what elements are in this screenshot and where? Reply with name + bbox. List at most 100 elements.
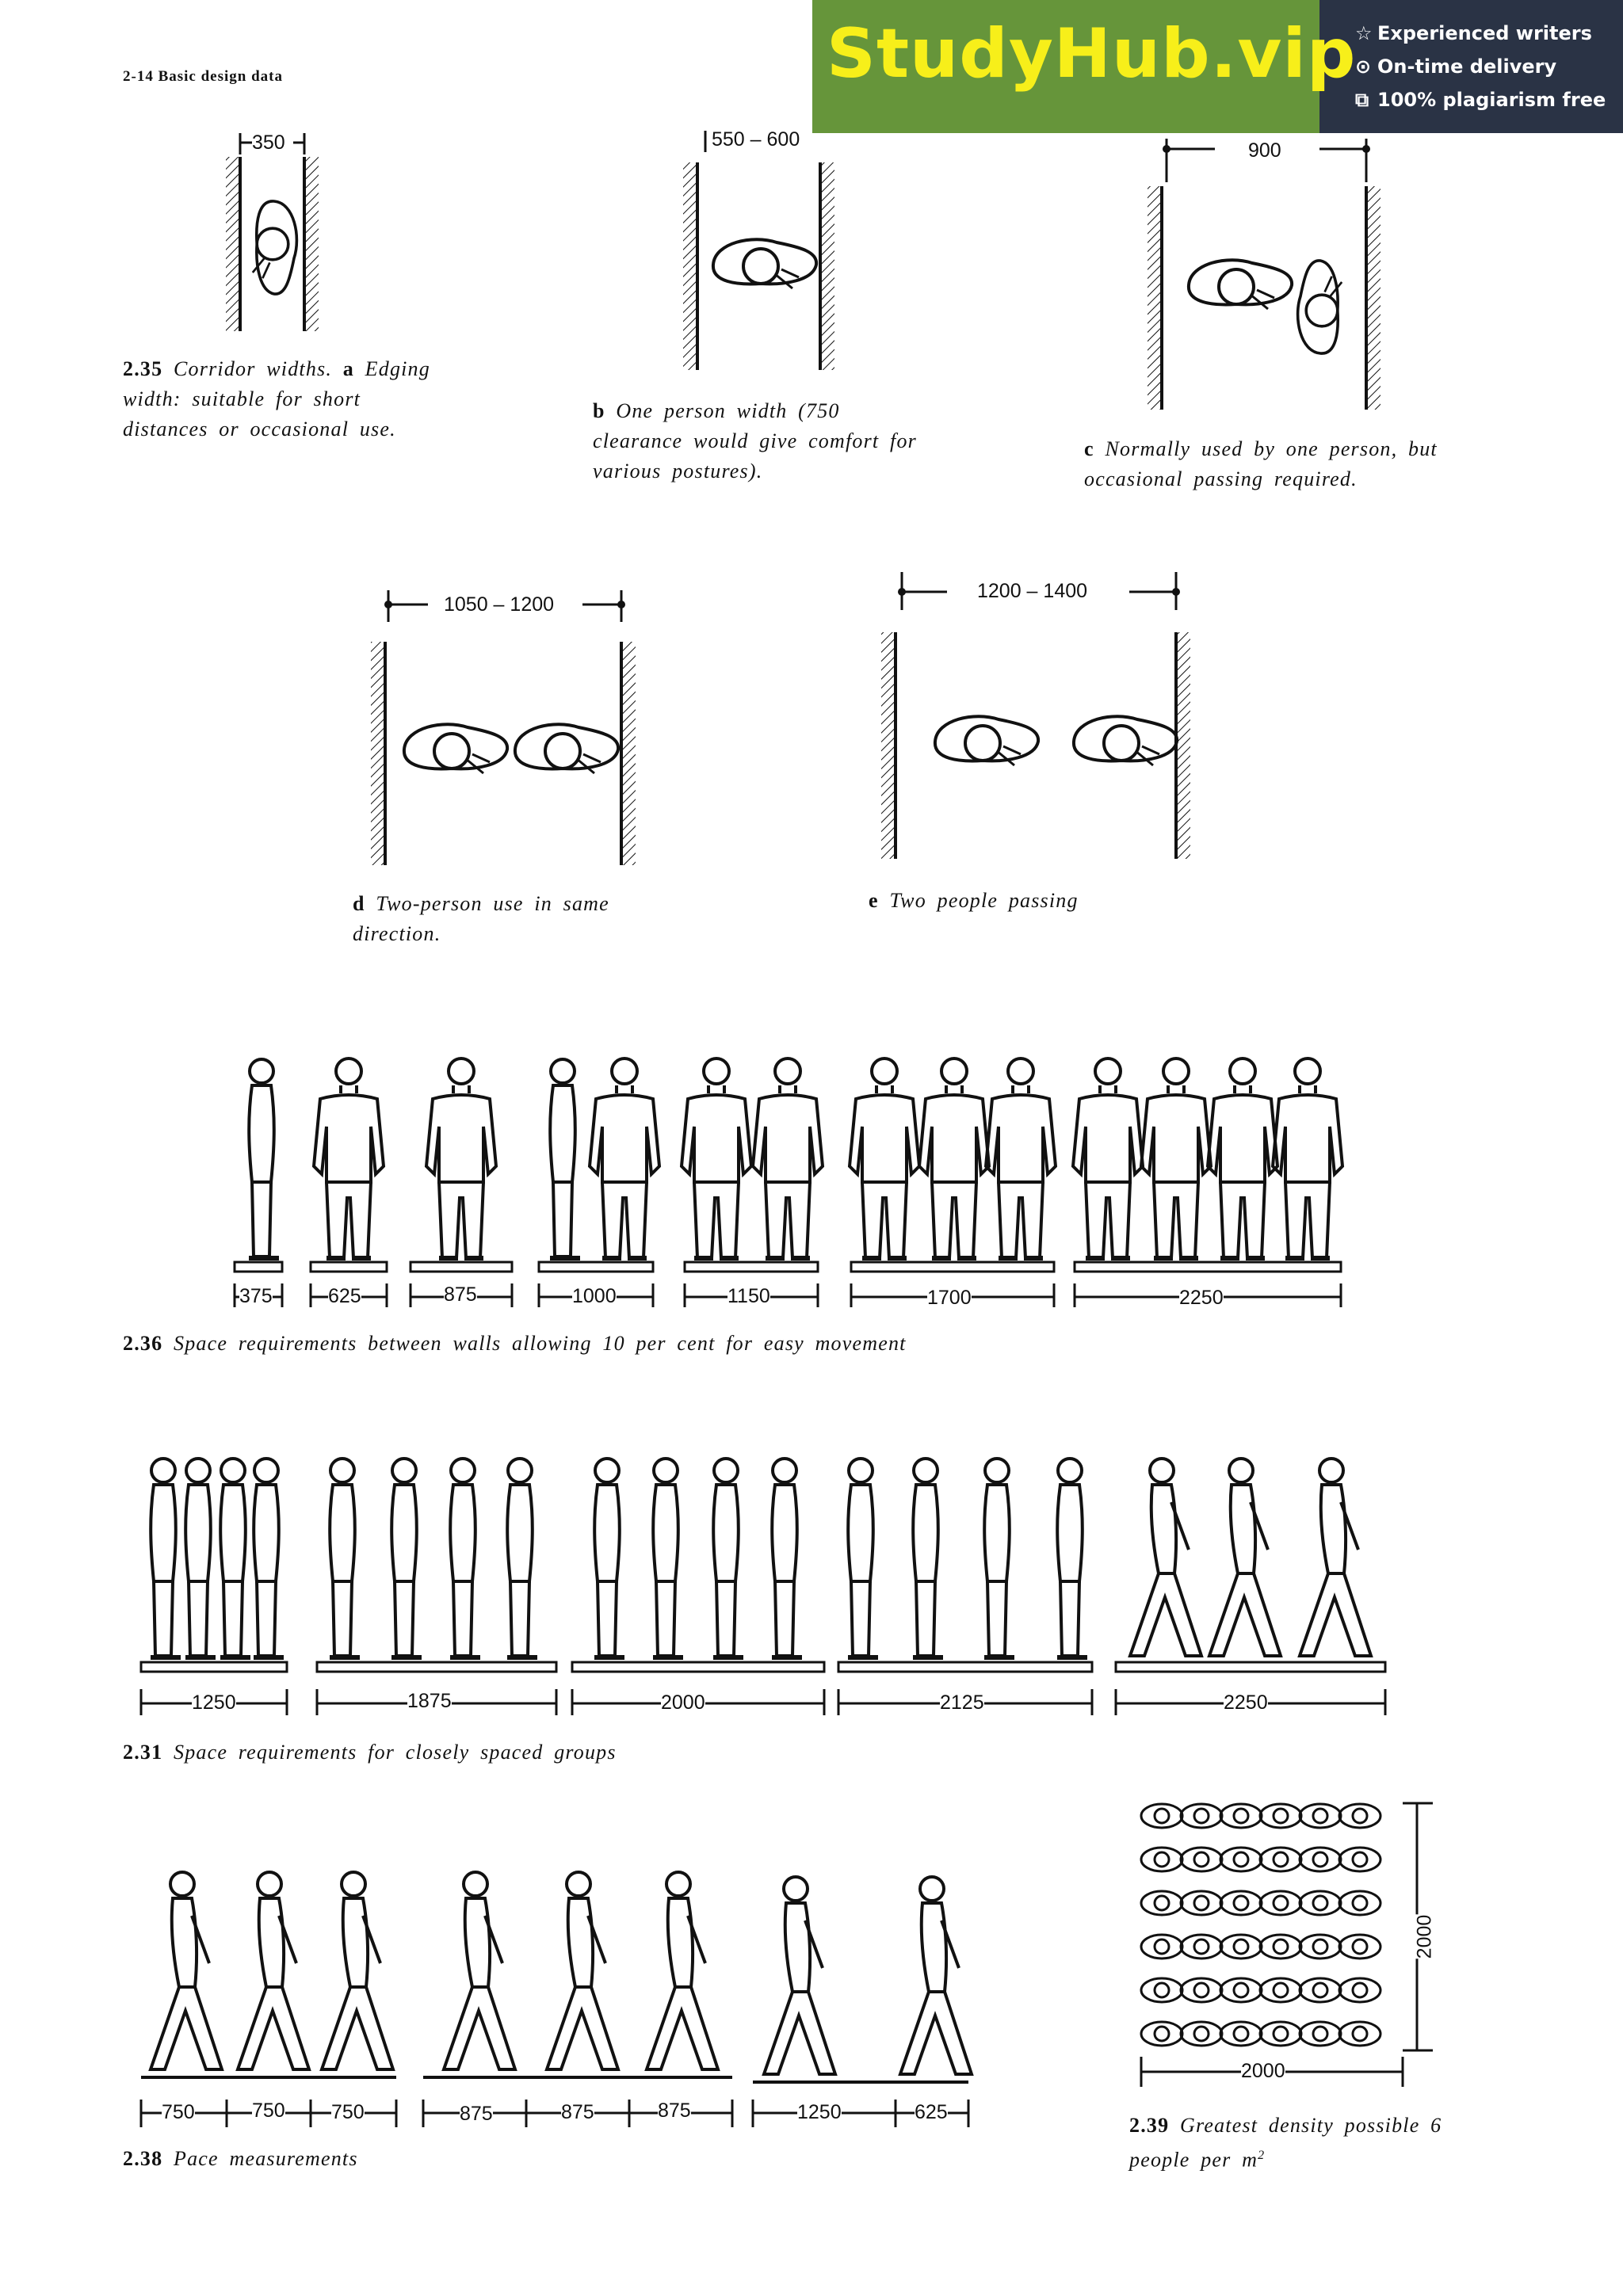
dim-label-2000: 2000 bbox=[661, 1691, 705, 1714]
dim-label-2250: 2250 bbox=[1179, 1287, 1224, 1310]
caption-2-35-c: c Normally used by one person, but occas… bbox=[1084, 437, 1438, 490]
density-person-shoulders bbox=[1179, 1890, 1224, 1917]
density-person-head bbox=[1153, 1938, 1170, 1955]
density-person-shoulders bbox=[1219, 1977, 1263, 2004]
caption-2-35-d: d Two-person use in same direction. bbox=[353, 892, 609, 945]
density-person-head bbox=[1232, 1807, 1250, 1825]
caption-2-35-e: e Two people passing bbox=[869, 889, 1079, 912]
density-person-head bbox=[1351, 1851, 1369, 1868]
density-person-shoulders bbox=[1179, 2020, 1224, 2047]
density-person-shoulders bbox=[1179, 1977, 1224, 2004]
dim-label-625: 625 bbox=[328, 1285, 361, 1308]
dim-label-density-width: 2000 bbox=[1241, 2060, 1285, 2083]
density-person-head bbox=[1232, 1981, 1250, 1999]
density-person-shoulders bbox=[1258, 1977, 1303, 2004]
density-person-head bbox=[1312, 1851, 1329, 1868]
dim-label-pace-875-2: 875 bbox=[561, 2101, 594, 2124]
density-person-shoulders bbox=[1338, 2020, 1382, 2047]
density-person-head bbox=[1351, 1938, 1369, 1955]
brand-logo[interactable]: StudyHub.vip bbox=[827, 14, 1357, 93]
density-person-shoulders bbox=[1140, 1890, 1184, 1917]
copy-icon: ⧉ bbox=[1355, 89, 1369, 111]
density-person-head bbox=[1153, 1807, 1170, 1825]
density-person-shoulders bbox=[1140, 1802, 1184, 1829]
feature-experienced-writers: ☆Experienced writers bbox=[1355, 22, 1592, 44]
density-person-shoulders bbox=[1140, 1933, 1184, 1960]
dim-label-pace-625: 625 bbox=[915, 2101, 948, 2124]
caption-2-39: 2.39 Greatest density possible 6 people … bbox=[1129, 2114, 1442, 2172]
dim-label-density-height: 2000 bbox=[1413, 1914, 1437, 1959]
dim-label-1250: 1250 bbox=[192, 1691, 236, 1714]
dim-label-pace-750-3: 750 bbox=[331, 2101, 365, 2124]
density-person-head bbox=[1272, 1894, 1289, 1912]
corridor-c-drawing bbox=[1148, 139, 1381, 410]
density-person-head bbox=[1312, 1807, 1329, 1825]
density-person-head bbox=[1153, 2025, 1170, 2042]
density-person-shoulders bbox=[1258, 1890, 1303, 1917]
feature-on-time-delivery: ⊙On-time delivery bbox=[1355, 55, 1557, 78]
density-person-shoulders bbox=[1338, 1933, 1382, 1960]
density-person-head bbox=[1193, 1981, 1210, 1999]
corridor-a-drawing bbox=[226, 133, 319, 331]
corridor-e-drawing bbox=[881, 572, 1190, 859]
dim-label-1200-1400: 1200 – 1400 bbox=[977, 580, 1088, 602]
density-person-head bbox=[1351, 1981, 1369, 1999]
dim-label-375: 375 bbox=[239, 1285, 273, 1308]
density-person-shoulders bbox=[1258, 1933, 1303, 1960]
dim-label-1050-1200: 1050 – 1200 bbox=[444, 593, 555, 616]
density-person-head bbox=[1193, 2025, 1210, 2042]
density-person-shoulders bbox=[1179, 1933, 1224, 1960]
dim-label-pace-750-2: 750 bbox=[252, 2100, 285, 2122]
density-person-shoulders bbox=[1219, 1890, 1263, 1917]
density-person-head bbox=[1193, 1894, 1210, 1912]
dim-label-2125: 2125 bbox=[940, 1691, 984, 1714]
dim-label-1875: 1875 bbox=[407, 1690, 452, 1713]
caption-2-36: 2.36 Space requirements between walls al… bbox=[123, 1332, 907, 1355]
caption-2-35-b: b One person width (750 clearance would … bbox=[593, 399, 917, 482]
density-person-shoulders bbox=[1298, 1977, 1342, 2004]
density-person-shoulders bbox=[1298, 1802, 1342, 1829]
density-person-shoulders bbox=[1298, 2020, 1342, 2047]
space-between-walls-drawing bbox=[233, 1058, 1342, 1307]
density-person-head bbox=[1232, 1851, 1250, 1868]
dim-label-1000: 1000 bbox=[572, 1285, 617, 1308]
star-icon: ☆ bbox=[1355, 22, 1373, 44]
density-person-shoulders bbox=[1140, 1977, 1184, 2004]
density-person-shoulders bbox=[1338, 1977, 1382, 2004]
density-person-shoulders bbox=[1258, 1846, 1303, 1873]
clock-icon: ⊙ bbox=[1355, 55, 1372, 78]
density-person-shoulders bbox=[1298, 1890, 1342, 1917]
closely-spaced-groups-drawing bbox=[139, 1459, 1387, 1715]
density-person-head bbox=[1193, 1938, 1210, 1955]
density-person-shoulders bbox=[1179, 1802, 1224, 1829]
page-header: 2-14 Basic design data bbox=[123, 68, 283, 85]
density-person-head bbox=[1272, 2025, 1289, 2042]
density-person-shoulders bbox=[1298, 1933, 1342, 1960]
density-grid-drawing bbox=[1140, 1802, 1382, 2047]
caption-2-35-a: 2.35 Corridor widths. a Edging width: su… bbox=[123, 357, 430, 441]
density-person-shoulders bbox=[1298, 1846, 1342, 1873]
density-person-shoulders bbox=[1179, 1846, 1224, 1873]
density-person-head bbox=[1232, 1894, 1250, 1912]
dim-label-pace-750-1: 750 bbox=[162, 2101, 195, 2124]
density-person-head bbox=[1193, 1851, 1210, 1868]
promo-banner[interactable]: StudyHub.vip ☆Experienced writers ⊙On-ti… bbox=[812, 0, 1623, 133]
banner-feature-panel bbox=[1319, 0, 1623, 133]
density-person-head bbox=[1312, 1981, 1329, 1999]
dim-label-875: 875 bbox=[444, 1283, 477, 1306]
density-person-head bbox=[1153, 1851, 1170, 1868]
density-person-head bbox=[1351, 2025, 1369, 2042]
caption-2-31: 2.31 Space requirements for closely spac… bbox=[123, 1741, 617, 1764]
density-person-head bbox=[1153, 1894, 1170, 1912]
dim-label-pace-875-1: 875 bbox=[460, 2103, 493, 2126]
density-person-head bbox=[1272, 1981, 1289, 1999]
feature-plagiarism-free: ⧉100% plagiarism free bbox=[1355, 89, 1606, 111]
density-person-head bbox=[1232, 1938, 1250, 1955]
density-person-head bbox=[1312, 1894, 1329, 1912]
corridor-b-drawing bbox=[683, 131, 834, 370]
density-person-shoulders bbox=[1219, 1933, 1263, 1960]
density-person-shoulders bbox=[1338, 1846, 1382, 1873]
density-person-shoulders bbox=[1219, 1802, 1263, 1829]
density-person-head bbox=[1351, 1807, 1369, 1825]
